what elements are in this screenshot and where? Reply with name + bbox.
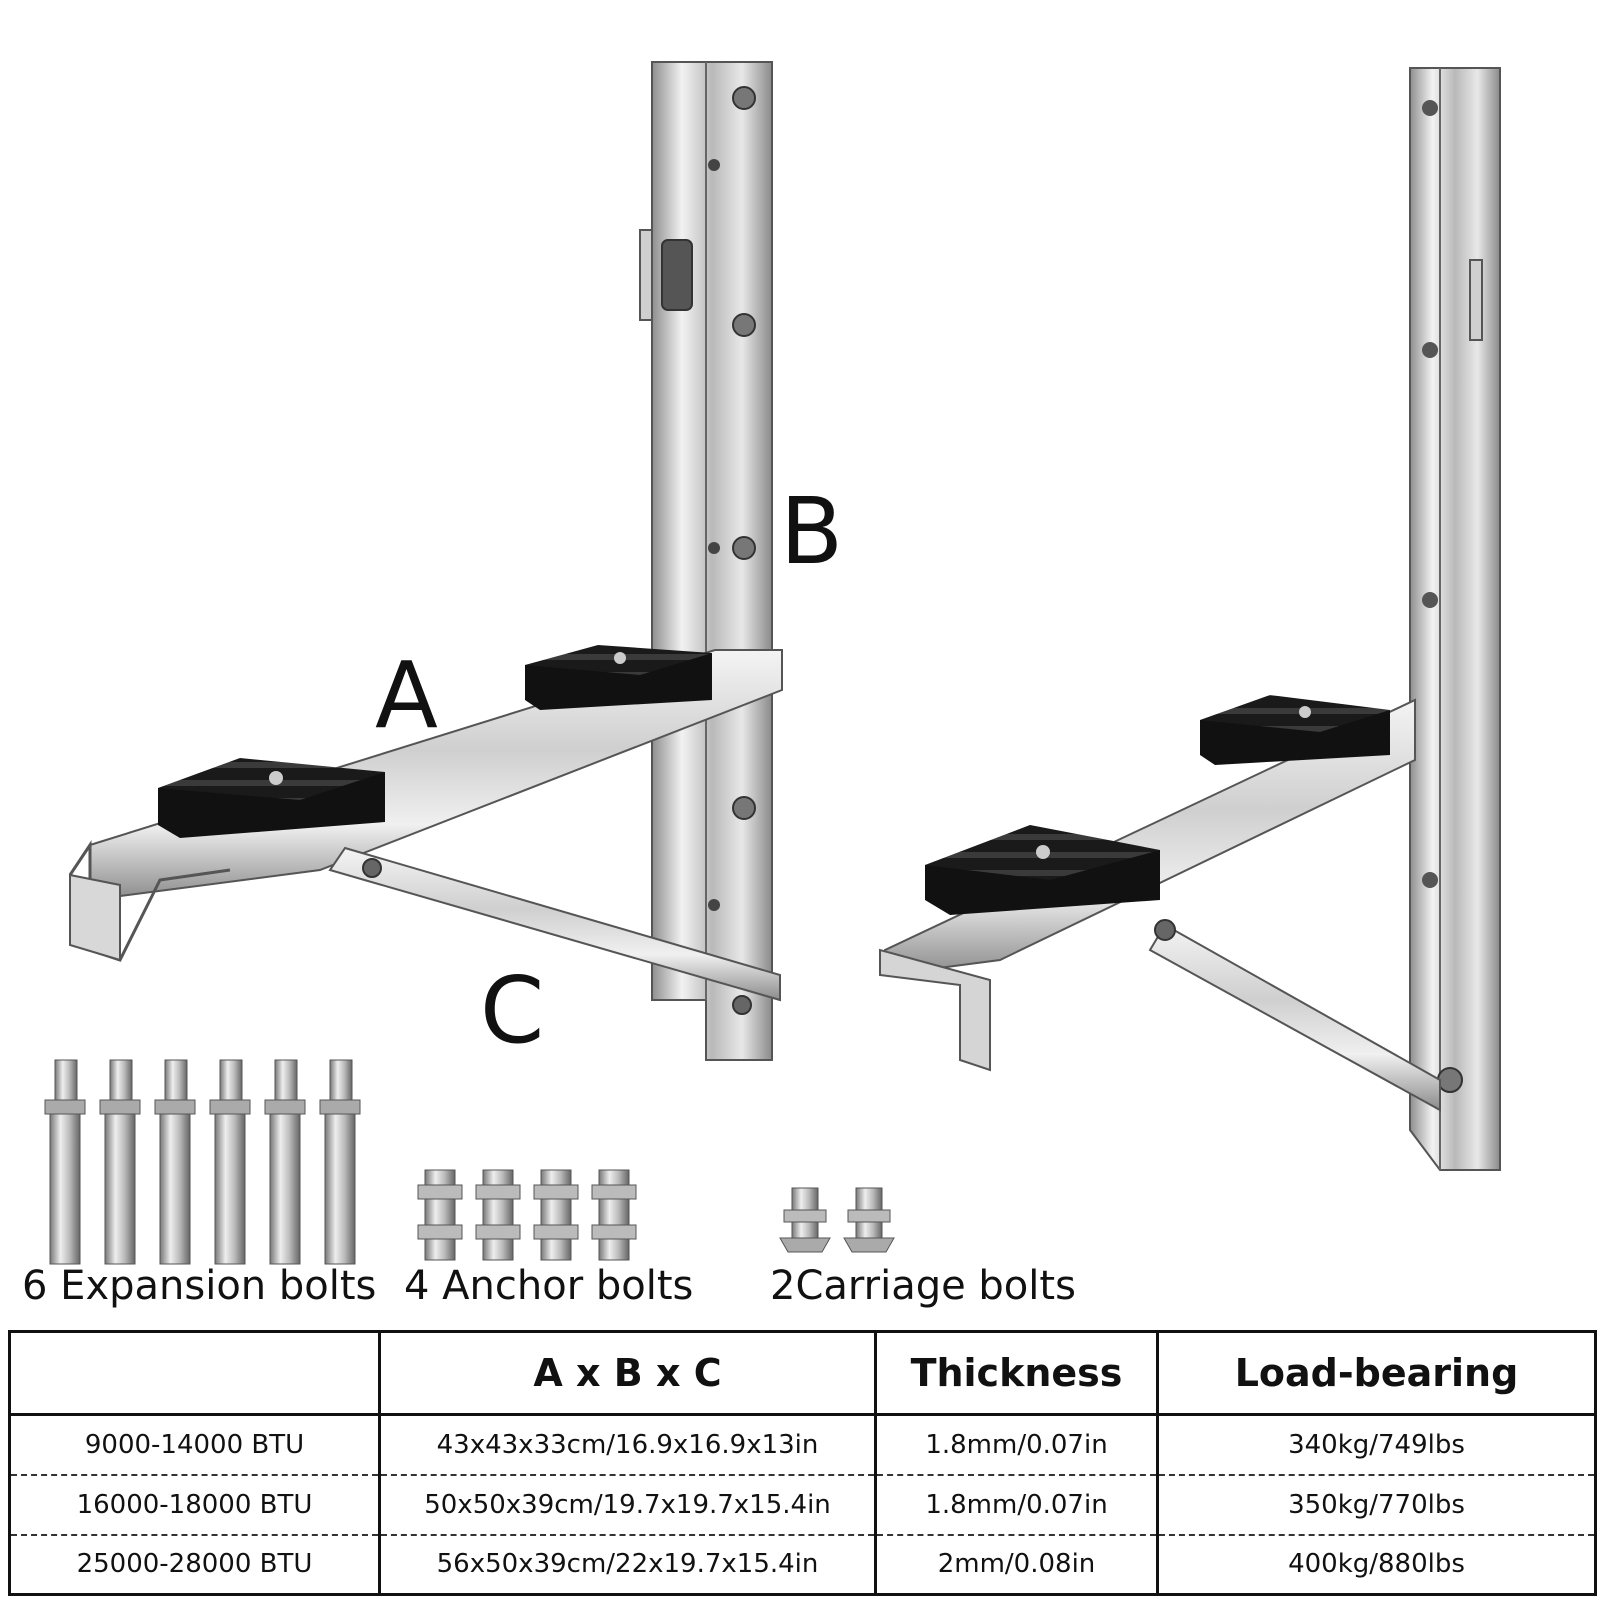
carriage-bolts-label: 2Carriage bolts — [770, 1263, 1076, 1309]
table-cell: 1.8mm/0.07in — [874, 1414, 1158, 1475]
table-row: 16000-18000 BTU 50x50x39cm/19.7x19.7x15.… — [8, 1473, 1596, 1535]
table-row: 25000-28000 BTU 56x50x39cm/22x19.7x15.4i… — [8, 1533, 1596, 1595]
table-cell: 43x43x33cm/16.9x16.9x13in — [378, 1414, 876, 1475]
table-header-cell: Load-bearing — [1156, 1331, 1596, 1416]
table-cell: 350kg/770lbs — [1156, 1473, 1596, 1535]
dimension-label-b: B — [780, 478, 844, 585]
expansion-bolt-icon — [44, 1059, 86, 1265]
product-illustration — [44, 61, 1501, 1265]
expansion-bolt-icon — [99, 1059, 141, 1265]
anchor-bolt-icon — [417, 1169, 463, 1261]
table-header-row: A x B x C Thickness Load-bearing — [8, 1331, 1596, 1416]
anchor-bolts — [417, 1169, 637, 1261]
table-cell: 56x50x39cm/22x19.7x15.4in — [378, 1533, 876, 1595]
anchor-bolt-icon — [533, 1169, 579, 1261]
table-cell: 400kg/880lbs — [1156, 1533, 1596, 1595]
spec-table: A x B x C Thickness Load-bearing 9000-14… — [8, 1330, 1597, 1596]
table-header-cell — [8, 1331, 380, 1416]
carriage-bolt-icon — [843, 1187, 895, 1253]
expansion-bolt-icon — [209, 1059, 251, 1265]
anchor-bolt-icon — [475, 1169, 521, 1261]
expansion-bolts-label: 6 Expansion bolts — [22, 1263, 377, 1309]
expansion-bolt-icon — [154, 1059, 196, 1265]
anchor-bolts-label: 4 Anchor bolts — [404, 1263, 694, 1309]
carriage-bolt-icon — [779, 1187, 831, 1253]
table-header-cell: Thickness — [874, 1331, 1158, 1416]
expansion-bolt-icon — [319, 1059, 361, 1265]
expansion-bolts — [44, 1059, 361, 1265]
left-bracket — [68, 61, 783, 1061]
table-cell: 1.8mm/0.07in — [874, 1473, 1158, 1535]
table-header-cell: A x B x C — [378, 1331, 876, 1416]
right-bracket — [879, 67, 1501, 1171]
dimension-label-a: A — [375, 642, 438, 749]
expansion-bolt-icon — [264, 1059, 306, 1265]
anchor-bolt-icon — [591, 1169, 637, 1261]
table-cell: 2mm/0.08in — [874, 1533, 1158, 1595]
table-cell: 340kg/749lbs — [1156, 1414, 1596, 1475]
dimension-label-c: C — [480, 957, 545, 1064]
table-cell: 25000-28000 BTU — [8, 1533, 380, 1595]
table-cell: 9000-14000 BTU — [8, 1414, 380, 1475]
table-cell: 50x50x39cm/19.7x19.7x15.4in — [378, 1473, 876, 1535]
table-row: 9000-14000 BTU 43x43x33cm/16.9x16.9x13in… — [8, 1414, 1596, 1475]
carriage-bolts — [779, 1187, 895, 1253]
table-cell: 16000-18000 BTU — [8, 1473, 380, 1535]
